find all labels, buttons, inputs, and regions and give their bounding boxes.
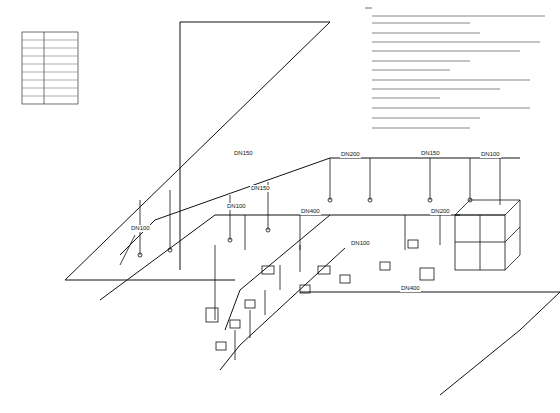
pipe-size-label: DN400: [400, 285, 421, 292]
pipe-size-label: DN100: [226, 203, 247, 210]
pipe-size-label: DN200: [340, 151, 361, 158]
branch-drops: [120, 158, 500, 360]
pipe-size-label: DN100: [480, 151, 501, 158]
pipe-size-label: DN100: [130, 225, 151, 232]
pipe-size-label: DN150: [233, 150, 254, 157]
pipe-size-label: DN100: [350, 240, 371, 247]
water-tank: [455, 200, 520, 270]
equipment-symbols: [138, 198, 472, 350]
pipe-size-label: DN150: [420, 150, 441, 157]
legend-table: [22, 32, 78, 104]
pipe-size-label: DN200: [430, 208, 451, 215]
notes-block: [365, 8, 545, 128]
pipe-mains: [65, 22, 560, 395]
pipe-size-label: DN150: [250, 185, 271, 192]
pipe-size-label: DN400: [300, 208, 321, 215]
